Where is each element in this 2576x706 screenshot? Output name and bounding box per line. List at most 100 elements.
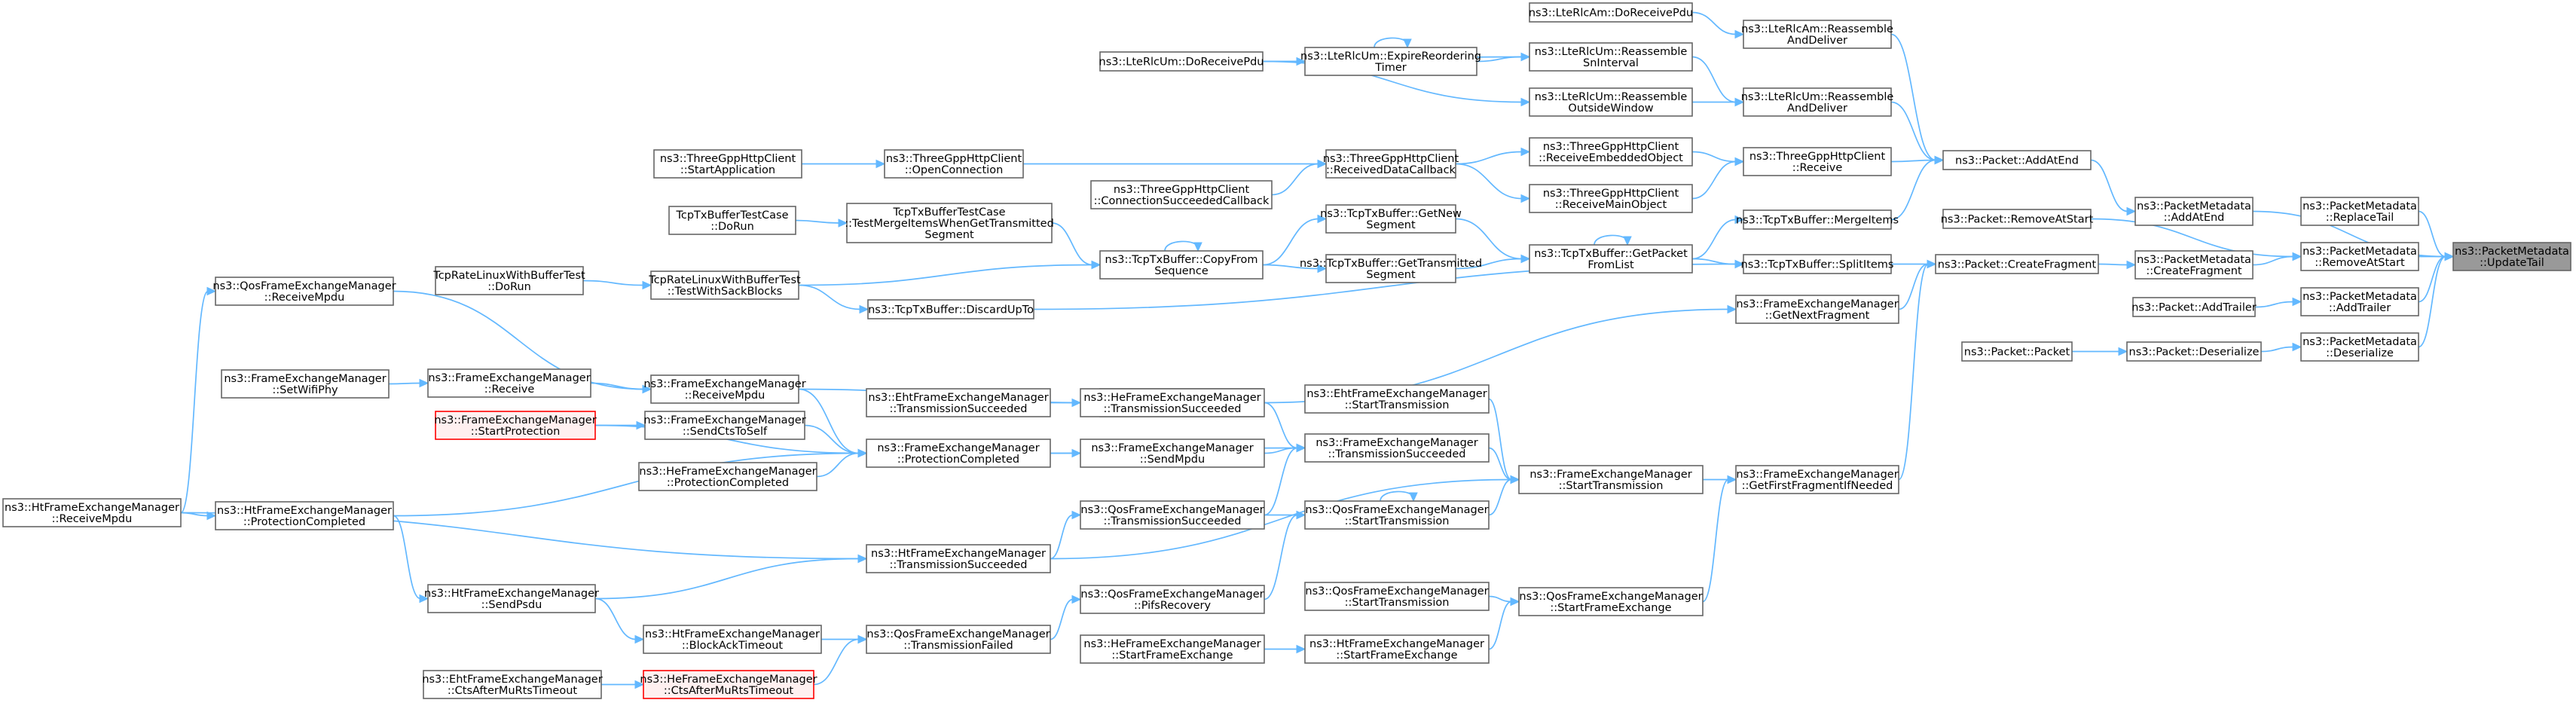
call-edge-tgStartApp-to-tgOpenConn	[802, 159, 886, 169]
call-edge-qosReceiveMpdu-to-feReceiveMpdu	[393, 290, 652, 394]
graph-node-tgRecvEmbedded[interactable]: ns3::ThreeGppHttpClient::ReceiveEmbedded…	[1529, 137, 1693, 167]
graph-node-tcpTestDoRun[interactable]: TcpTxBufferTestCase::DoRun	[668, 206, 796, 235]
graph-node-ehtCtsAfter[interactable]: ns3::EhtFrameExchangeManager::CtsAfterMu…	[422, 670, 603, 699]
node-label-line: ::ReplaceTail	[2326, 212, 2394, 224]
graph-node-addTrailer[interactable]: ns3::Packet::AddTrailer	[2131, 297, 2257, 317]
graph-node-qosTxSucceeded[interactable]: ns3::QosFrameExchangeManager::Transmissi…	[1080, 500, 1265, 530]
graph-node-feSendCts[interactable]: ns3::FrameExchangeManager::SendCtsToSelf	[643, 411, 806, 440]
graph-node-feStartProt[interactable]: ns3::FrameExchangeManager::StartProtecti…	[434, 411, 597, 440]
graph-node-feSetWifiPhy[interactable]: ns3::FrameExchangeManager::SetWifiPhy	[221, 369, 390, 399]
graph-node-tgOpenConn[interactable]: ns3::ThreeGppHttpClient::OpenConnection	[884, 149, 1024, 179]
graph-node-qosPifsRecovery[interactable]: ns3::QosFrameExchangeManager::PifsRecove…	[1080, 585, 1265, 614]
node-box	[1942, 150, 2092, 170]
graph-node-qosStartTx2[interactable]: ns3::QosFrameExchangeManager::StartTrans…	[1304, 582, 1490, 611]
call-edge-heTxSucceeded-to-feTxSucceeded	[1264, 402, 1306, 453]
graph-node-mergeItems[interactable]: ns3::TcpTxBuffer::MergeItems	[1736, 209, 1899, 230]
graph-node-deserialize[interactable]: ns3::Packet::Deserialize	[2126, 341, 2262, 362]
graph-node-removeAtStart[interactable]: ns3::Packet::RemoveAtStart	[1941, 209, 2094, 229]
node-label-line: ::TransmissionSucceeded	[890, 403, 1028, 415]
call-edge-tcpCopyFrom-to-getNewSegment	[1262, 214, 1328, 266]
graph-node-heCtsAfter[interactable]: ns3::HeFrameExchangeManager::CtsAfterMuR…	[640, 670, 817, 699]
graph-node-heStartFrameEx[interactable]: ns3::HeFrameExchangeManager::StartFrameE…	[1080, 634, 1265, 664]
edge-line	[1898, 263, 1929, 310]
graph-node-removeAtStartPM[interactable]: ns3::PacketMetadata::RemoveAtStart	[2300, 242, 2419, 271]
graph-node-amDoReceive[interactable]: ns3::LteRlcAm::DoReceivePdu	[1529, 2, 1693, 23]
edge-line	[798, 264, 1093, 286]
graph-node-tgReceive[interactable]: ns3::ThreeGppHttpClient::Receive	[1743, 147, 1892, 176]
node-label-line: ::StartTransmission	[1345, 597, 1450, 609]
graph-node-ehtStartTx[interactable]: ns3::EhtFrameExchangeManager::StartTrans…	[1304, 384, 1490, 414]
graph-node-qosTxFailed[interactable]: ns3::QosFrameExchangeManager::Transmissi…	[866, 625, 1051, 654]
edge-arrowhead	[1296, 644, 1306, 654]
graph-node-htBlockAck[interactable]: ns3::HtFrameExchangeManager::BlockAckTim…	[643, 625, 822, 654]
graph-node-tgStartApp[interactable]: ns3::ThreeGppHttpClient::StartApplicatio…	[653, 149, 802, 179]
graph-node-tcpDiscardUpTo[interactable]: ns3::TcpTxBuffer::DiscardUpTo	[867, 299, 1034, 319]
graph-node-umDoReceive[interactable]: ns3::LteRlcUm::DoReceivePdu	[1099, 51, 1264, 72]
graph-node-tgRecvMain[interactable]: ns3::ThreeGppHttpClient::ReceiveMainObje…	[1529, 184, 1693, 213]
graph-node-htStartFrameEx[interactable]: ns3::HtFrameExchangeManager::StartFrameE…	[1304, 634, 1490, 664]
graph-node-htProtCompleted[interactable]: ns3::HtFrameExchangeManager::ProtectionC…	[215, 501, 394, 530]
graph-node-feTxSucceeded[interactable]: ns3::FrameExchangeManager::TransmissionS…	[1304, 433, 1490, 463]
graph-node-addAtEndPM[interactable]: ns3::PacketMetadata::AddAtEnd	[2134, 197, 2254, 226]
graph-node-getFirstFragment[interactable]: ns3::FrameExchangeManager::GetFirstFragm…	[1735, 465, 1899, 494]
graph-node-addAtEnd[interactable]: ns3::Packet::AddAtEnd	[1942, 150, 2092, 170]
graph-node-feReceive[interactable]: ns3::FrameExchangeManager::Receive	[427, 368, 591, 398]
node-label-line: ns3::HtFrameExchangeManager	[645, 628, 820, 640]
graph-node-ehtTxSucceeded[interactable]: ns3::EhtFrameExchangeManager::Transmissi…	[866, 388, 1051, 417]
graph-node-feSendMpdu[interactable]: ns3::FrameExchangeManager::SendMpdu	[1080, 439, 1265, 468]
graph-node-tgConnSucceeded[interactable]: ns3::ThreeGppHttpClient::ConnectionSucce…	[1090, 180, 1273, 209]
edge-line	[2418, 210, 2446, 258]
graph-node-tcpRateTestSack[interactable]: TcpRateLinuxWithBufferTest::TestWithSack…	[648, 270, 801, 300]
node-box	[1529, 2, 1693, 23]
graph-node-updateTail[interactable]: ns3::PacketMetadata::UpdateTail	[2452, 242, 2571, 271]
node-label-line: ::DoRun	[710, 221, 754, 233]
graph-node-createFragmentPM[interactable]: ns3::PacketMetadata::CreateFragment	[2134, 250, 2254, 280]
graph-node-getNextFragment[interactable]: ns3::FrameExchangeManager::GetNextFragme…	[1735, 295, 1899, 324]
node-box	[884, 149, 1024, 179]
edge-arrowhead	[857, 554, 868, 564]
node-label-line: ::StartFrameExchange	[1336, 649, 1457, 662]
graph-node-heProtCompleted[interactable]: ns3::HeFrameExchangeManager::ProtectionC…	[638, 462, 817, 491]
graph-node-qosStartFrameEx[interactable]: ns3::QosFrameExchangeManager::StartFrame…	[1518, 587, 1704, 616]
edge-line	[1271, 163, 1319, 196]
graph-node-feStartTx[interactable]: ns3::FrameExchangeManager::StartTransmis…	[1518, 465, 1704, 494]
graph-node-qosStartTx[interactable]: ns3::QosFrameExchangeManager::StartTrans…	[1304, 500, 1490, 530]
graph-node-heTxSucceeded[interactable]: ns3::HeFrameExchangeManager::Transmissio…	[1080, 388, 1265, 417]
graph-node-feReceiveMpdu[interactable]: ns3::FrameExchangeManager::ReceiveMpdu	[643, 374, 806, 404]
graph-node-addTrailerPM[interactable]: ns3::PacketMetadata::AddTrailer	[2300, 287, 2419, 316]
edge-arrowhead	[1071, 594, 1082, 604]
graph-node-createFragment[interactable]: ns3::Packet::CreateFragment	[1935, 254, 2099, 274]
graph-node-feProtCompleted[interactable]: ns3::FrameExchangeManager::ProtectionCom…	[866, 439, 1051, 468]
node-label-line: ns3::Packet::AddTrailer	[2131, 302, 2257, 314]
graph-node-splitItems[interactable]: ns3::TcpTxBuffer::SplitItems	[1741, 254, 1894, 274]
edge-arrowhead	[1317, 264, 1328, 274]
graph-node-htSendPsdu[interactable]: ns3::HtFrameExchangeManager::SendPsdu	[424, 584, 599, 613]
graph-node-replaceTail[interactable]: ns3::PacketMetadata::ReplaceTail	[2300, 197, 2419, 226]
edge-arrowhead	[1734, 157, 1745, 167]
edge-line	[180, 290, 209, 514]
graph-node-tcpTestMerge[interactable]: TcpTxBufferTestCase::TestMergeItemsWhenG…	[845, 203, 1054, 243]
edge-line	[1455, 258, 1523, 270]
graph-node-htReceiveMpdu[interactable]: ns3::HtFrameExchangeManager::ReceiveMpdu	[2, 498, 182, 527]
graph-node-qosReceiveMpdu[interactable]: ns3::QosFrameExchangeManager::ReceiveMpd…	[212, 277, 396, 306]
graph-node-htTxSucceeded[interactable]: ns3::HtFrameExchangeManager::Transmissio…	[866, 544, 1051, 573]
graph-node-packetPacket[interactable]: ns3::Packet::Packet	[1961, 341, 2073, 362]
graph-node-tgRecvData[interactable]: ns3::ThreeGppHttpClient::ReceivedDataCal…	[1323, 149, 1459, 179]
node-label-line: ::TestMergeItemsWhenGetTransmitted	[845, 218, 1054, 230]
graph-node-tcpRateDoRun[interactable]: TcpRateLinuxWithBufferTest::DoRun	[432, 266, 585, 295]
edge-line	[1050, 598, 1074, 640]
edge-line	[582, 280, 644, 286]
call-edge-tgRecvMain-to-tgReceive	[1691, 157, 1745, 200]
edge-line	[1691, 56, 1737, 103]
node-box	[866, 439, 1051, 468]
graph-node-deserializePM[interactable]: ns3::PacketMetadata::Deserialize	[2300, 332, 2419, 362]
